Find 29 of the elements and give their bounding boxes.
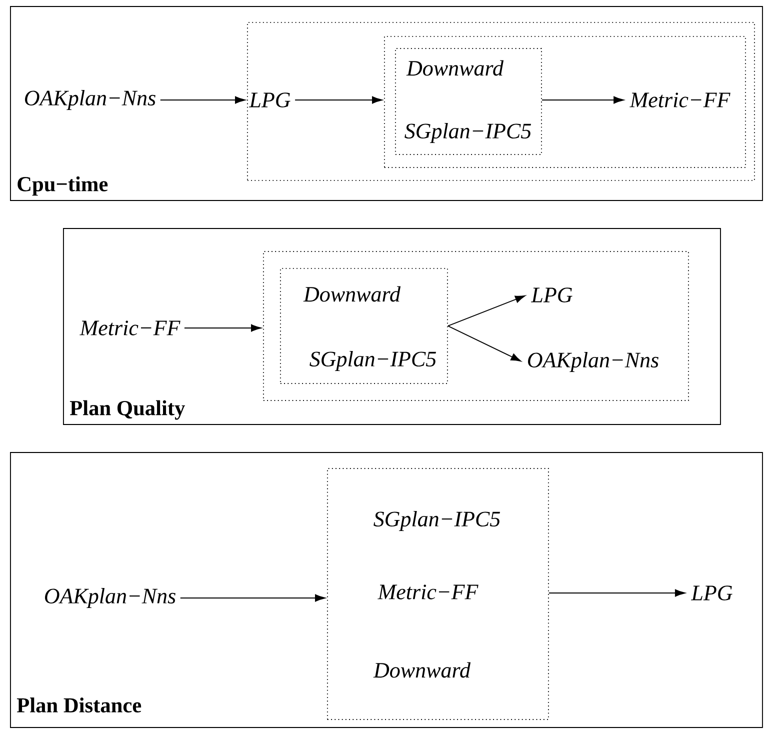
dotted-group-box xyxy=(395,48,542,155)
dotted-group-box xyxy=(327,468,549,720)
dotted-group-box xyxy=(247,22,755,181)
planner-label: Downward xyxy=(373,662,471,678)
planner-label: OAKplan−Nns xyxy=(25,90,156,110)
dotted-group-box xyxy=(280,268,448,384)
planner-label: Metric−FF xyxy=(630,92,730,108)
planner-label: LPG xyxy=(248,92,290,108)
arrow xyxy=(541,96,624,104)
arrow xyxy=(447,295,526,326)
arrow xyxy=(160,96,246,104)
planner-label: SGplan−IPC5 xyxy=(374,511,500,531)
arrow xyxy=(447,326,522,362)
arrow xyxy=(184,324,262,332)
dotted-group-box xyxy=(384,36,746,168)
planner-label: Downward xyxy=(406,60,504,76)
planner-label: SGplan−IPC5 xyxy=(404,123,531,143)
arrow xyxy=(294,96,382,104)
arrow xyxy=(548,589,686,597)
planner-label: LPG xyxy=(530,288,572,302)
planner-label: OAKplan−Nns xyxy=(528,352,658,372)
planner-label: Metric−FF xyxy=(80,320,180,336)
planner-label: LPG xyxy=(690,586,732,600)
planner-label: Metric−FF xyxy=(378,584,478,600)
arrow xyxy=(180,594,326,602)
dotted-group-box xyxy=(263,251,689,401)
planner-label: OAKplan−Nns xyxy=(45,588,176,608)
planner-label: Downward xyxy=(303,286,401,302)
planner-label: SGplan−IPC5 xyxy=(310,351,436,371)
